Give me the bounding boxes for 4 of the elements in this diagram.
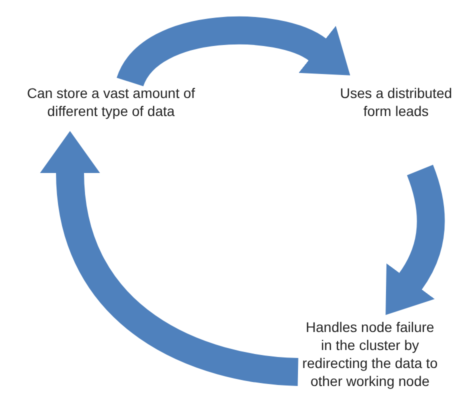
node-text: Uses a distributed form leads	[338, 84, 454, 120]
node-text: Can store a vast amount of different type of data	[26, 84, 196, 120]
curved-arrow	[40, 131, 299, 386]
node-text: Handles node failure in the cluster by redirecting the data to other working node	[301, 318, 439, 390]
